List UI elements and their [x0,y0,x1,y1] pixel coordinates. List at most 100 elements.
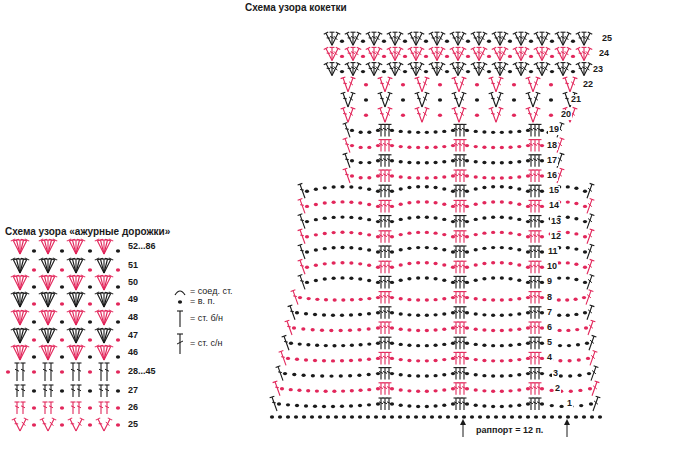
stitch-cross [533,128,537,130]
stitch-cross [544,67,548,71]
stitch-cross [458,356,462,358]
chain-dot [367,161,371,164]
chain-dot [442,328,446,331]
stitch-stick [389,64,395,76]
stitch-cross [21,389,25,391]
chain-dot [376,311,380,314]
stitch-stick [491,78,496,92]
chain-dot [358,404,362,407]
stitch-top [477,47,482,48]
stitch-stick [455,352,456,364]
stitch-cross [458,159,462,161]
stitch-stick [459,124,460,136]
chain-dot [451,296,455,299]
stitch-top [351,77,356,79]
chain-dot [500,344,504,347]
chain-dot [349,216,353,219]
stitch-top [555,47,559,49]
stitch-cross [458,280,462,282]
chain-dot [407,231,411,234]
stitch-cross [565,36,569,40]
stitch-cross [592,371,596,374]
chain-dot [367,403,371,406]
stitch-top [99,384,104,385]
stitch-stick [384,352,385,364]
stitch-stick [534,307,535,319]
chain-dot [359,176,363,179]
stitch-cross [349,112,353,115]
stitch-top [298,214,303,216]
stitch-stick [388,368,389,380]
chain-dot [350,389,354,392]
stitch-top [414,32,419,33]
chain-dot [566,276,570,279]
stitch-cross [516,68,520,69]
stitch-stick [17,311,21,325]
chain-dot [451,174,455,177]
stitch-cross [495,68,499,69]
chain-dot [416,276,420,279]
stitch-top [387,397,392,398]
chain-dot [376,220,380,223]
stitch-top [555,32,559,34]
stitch-stick [380,322,381,334]
stitch-stick [73,329,77,343]
stitch-cross [423,82,427,85]
chain-dot [390,415,394,418]
stitch-cross [561,67,565,69]
stitch-cross [390,68,394,69]
stitch-stick [380,170,381,182]
chain-dot [586,357,590,360]
stitch-stick [463,261,464,273]
chain-dot [332,390,336,393]
stitch-top [351,47,356,48]
stitch-cross [565,67,569,71]
chain-dot [451,342,455,345]
chain-dot [416,344,420,347]
stitch-top [560,153,565,155]
chain-dot [442,218,446,221]
stitch-stick [69,329,76,343]
stitch-top [441,32,445,34]
chain-dot [416,261,420,264]
stitch-cross [458,235,462,237]
chain-dot [442,358,446,361]
chain-dot [565,298,569,301]
stitch-cross [290,311,294,313]
stitch-top [387,291,392,292]
chain-dot [433,374,437,377]
stitch-cross [418,67,422,71]
stitch-cross [537,68,541,69]
stitch-cross [99,389,103,391]
stitch-top [537,367,542,368]
chain-dot [540,205,544,208]
chain-dot [399,404,403,407]
stitch-cross [497,97,501,100]
stitch-stick [345,123,350,137]
chain-dot [508,262,512,265]
stitch-top [560,168,565,170]
stitch-top [15,384,20,385]
stitch-stick [463,292,464,304]
stitch-stick [431,48,437,60]
stitch-top [270,396,275,398]
stitch-top [399,62,403,64]
chain-dot [403,55,407,58]
stitch-top [298,275,303,277]
stitch-cross [348,37,352,38]
stitch-stick [538,170,539,182]
stitch-cross [383,356,387,358]
chain-dot [558,415,562,418]
stitch-cross [481,36,485,40]
stitch-cross [71,369,75,371]
stitch-cross [414,36,418,38]
stitch-stick [384,216,385,228]
stitch-top [462,185,467,186]
stitch-stick [538,322,539,334]
stitch-cross [423,112,427,115]
stitch-cross [579,37,583,38]
stitch-stick [72,363,73,381]
chain-dot [348,329,352,332]
chain-dot [433,359,437,362]
stitch-cross [460,67,464,71]
